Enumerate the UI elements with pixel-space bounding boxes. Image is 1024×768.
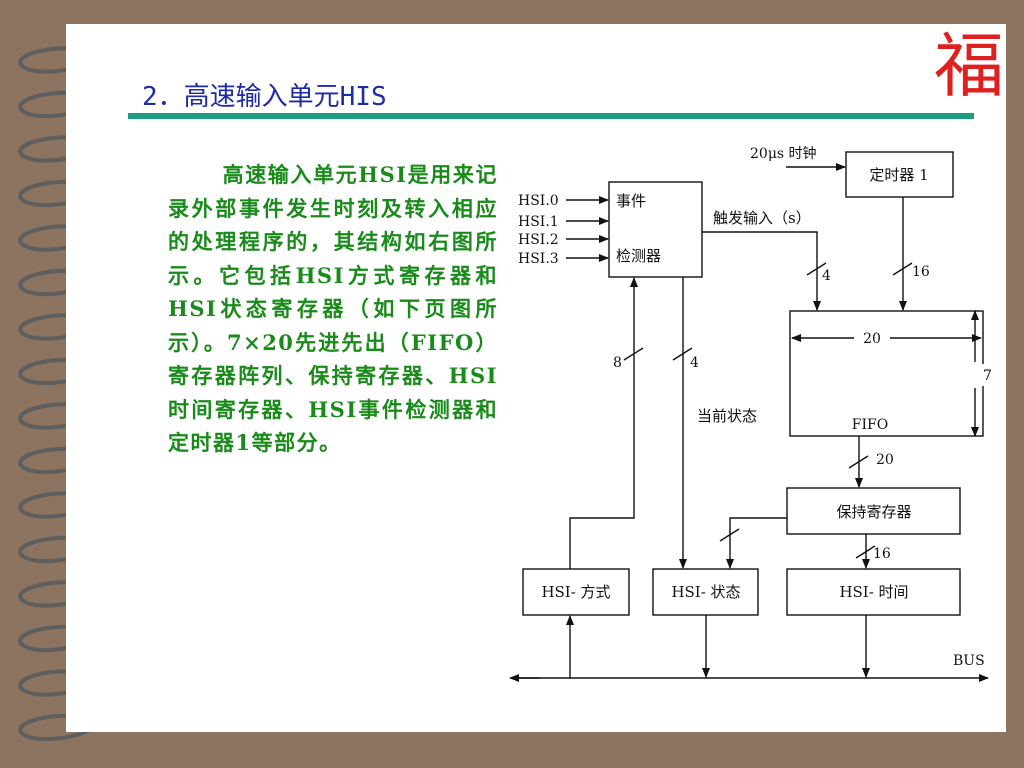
fifo-out-width-label: 20	[876, 452, 894, 468]
event-detector-block	[608, 181, 703, 278]
fifo-label: FIFO	[852, 417, 888, 433]
timer1-block	[845, 151, 954, 198]
input-label-hsi1: HSI.1	[518, 214, 559, 230]
holding-register-label: 保持寄存器	[836, 503, 911, 521]
hsi-mode-label: HSI- 方式	[541, 583, 610, 601]
arrow-trigger	[702, 231, 821, 311]
hsi-status-label: HSI- 状态	[671, 583, 740, 601]
bus-label: BUS	[953, 653, 985, 669]
title-underline	[128, 113, 974, 119]
slash-holding-status	[719, 528, 740, 542]
slash-holding-time	[855, 545, 876, 559]
spiral-ring-wire	[18, 713, 99, 742]
arrow-mode-detector	[569, 277, 638, 569]
detector-label-1: 事件	[616, 192, 646, 210]
slash-timer	[892, 262, 913, 276]
fifo-depth-label: 7	[983, 368, 992, 384]
hsi-mode-register-block	[522, 568, 630, 616]
input-label-hsi3: HSI.3	[518, 251, 559, 267]
slash-trigger	[806, 262, 827, 276]
holding-out-width-label: 16	[873, 546, 891, 562]
current-status-label: 当前状态	[697, 407, 757, 425]
trigger-label: 触发输入（s）	[713, 209, 811, 227]
mode-bus-width-label: 8	[613, 355, 622, 371]
input-label-hsi2: HSI.2	[518, 232, 559, 248]
status-bus-width-label: 4	[690, 355, 699, 371]
slash-mode	[623, 347, 644, 361]
timer1-label: 定时器 1	[869, 166, 928, 184]
slide-title: 2．高速输入单元HIS	[142, 82, 387, 112]
clock-label: 20μs 时钟	[750, 145, 817, 162]
trigger-width-label: 4	[822, 268, 831, 284]
fu-seal-ornament: 福	[934, 25, 1004, 107]
slide-page	[66, 24, 1006, 732]
slash-fifo-holding	[848, 455, 869, 469]
description-text: 高速输入单元HSI是用来记录外部事件发生时刻及转入相应的处理程序的，其结构如右图…	[168, 162, 498, 455]
fifo-width-label: 20	[863, 331, 881, 347]
arrow-holding-status	[726, 517, 787, 569]
input-label-hsi0: HSI.0	[518, 193, 559, 209]
hsi-block-diagram: 20μs 时钟 定时器 1 HSI.0 HSI.1 HSI.2 HSI.3 事件…	[509, 145, 992, 682]
holding-register-block	[786, 487, 961, 535]
hsi-time-register-block	[786, 568, 961, 616]
detector-label-2: 检测器	[616, 247, 661, 265]
slash-status	[672, 347, 693, 361]
timer-width-label: 16	[912, 264, 930, 280]
hsi-time-label: HSI- 时间	[839, 583, 908, 601]
